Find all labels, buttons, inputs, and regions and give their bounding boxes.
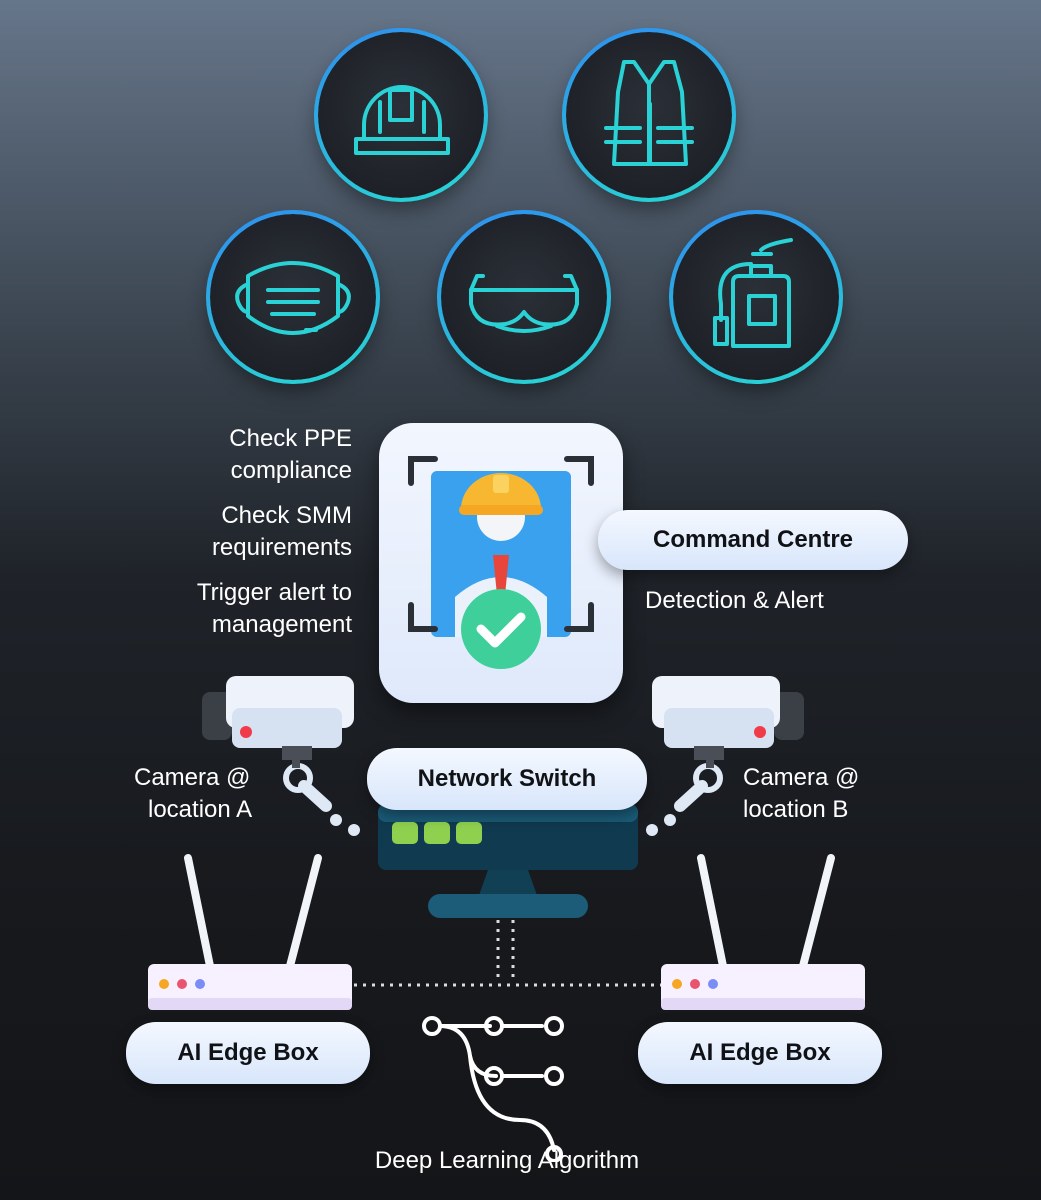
fire-extinguisher-icon	[713, 238, 793, 348]
edge-box-a-label: AI Edge Box	[177, 1039, 319, 1066]
camera-a-label: Camera @ location A	[134, 764, 253, 823]
camera-a-icon	[202, 676, 360, 836]
edge-box-b-label: AI Edge Box	[689, 1039, 831, 1066]
ppe-hard-hat-circle	[314, 28, 488, 202]
worker-verification-icon	[408, 456, 594, 669]
check-smm-label: Check SMM requirements	[211, 502, 352, 561]
algorithm-tree-icon	[422, 1016, 564, 1162]
algorithm-label: Deep Learning Algorithm	[374, 1147, 640, 1174]
detection-alert-label: Detection & Alert	[645, 587, 824, 614]
safety-vest-icon	[604, 60, 694, 166]
command-centre-title: Command Centre	[652, 526, 854, 553]
ppe-face-mask-circle	[206, 210, 380, 384]
face-mask-icon	[235, 261, 351, 335]
network-switch-pill: Network Switch	[367, 748, 647, 810]
camera-b-icon	[646, 676, 804, 836]
command-centre-pill: Command Centre	[598, 510, 908, 570]
ppe-safety-vest-circle	[562, 28, 736, 202]
trigger-alert-label: Trigger alert to management	[196, 579, 352, 638]
ppe-fire-extinguisher-circle	[669, 210, 843, 384]
ppe-safety-goggles-circle	[437, 210, 611, 384]
edge-box-b-pill: AI Edge Box	[638, 1022, 882, 1084]
camera-b-label: Camera @ location B	[743, 764, 860, 823]
edge-box-a-icon	[148, 854, 352, 1010]
hard-hat-icon	[354, 85, 450, 155]
check-ppe-label: Check PPE compliance	[229, 425, 352, 484]
edge-box-a-pill: AI Edge Box	[126, 1022, 370, 1084]
network-switch-title: Network Switch	[417, 765, 597, 792]
edge-box-b-icon	[661, 854, 865, 1010]
safety-goggles-icon	[469, 274, 579, 333]
